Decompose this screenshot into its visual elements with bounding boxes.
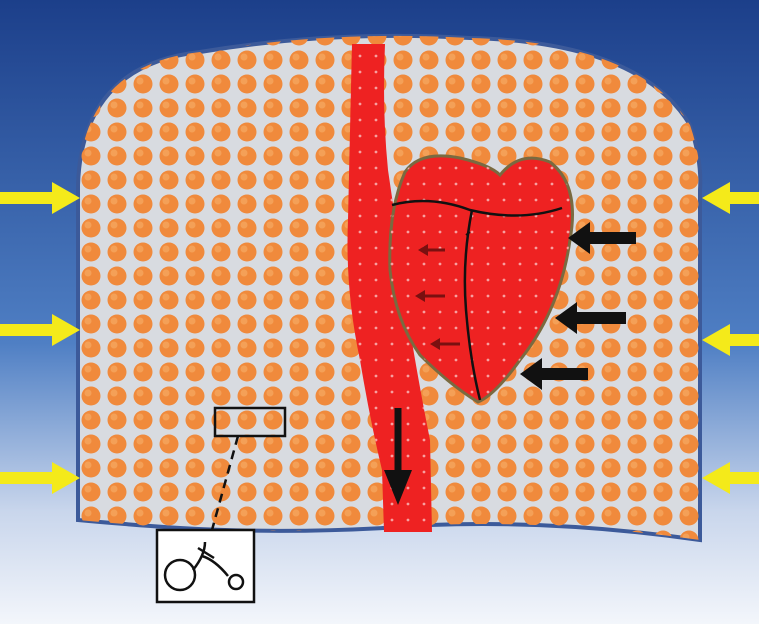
inset-box: [157, 530, 254, 602]
